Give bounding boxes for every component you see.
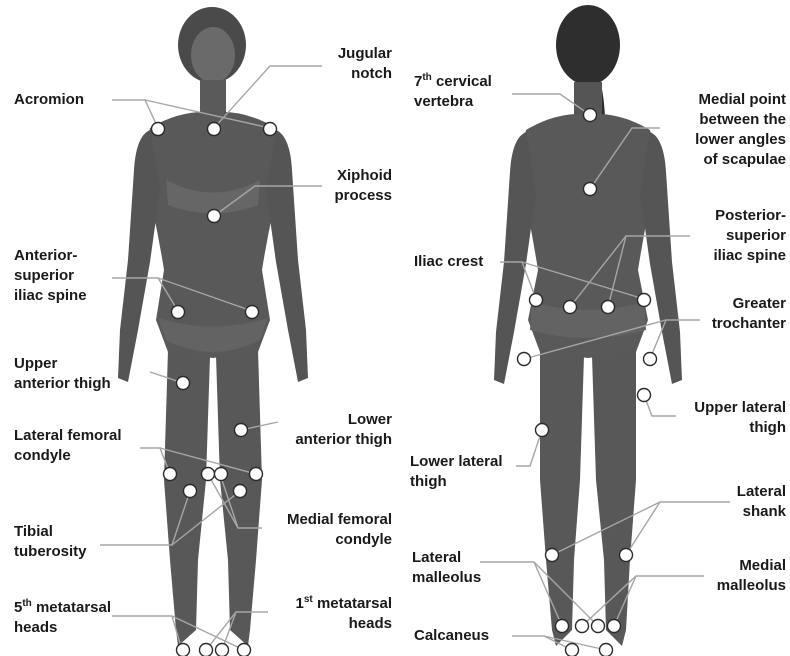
label-greater-trochanter: Greater trochanter (676, 294, 786, 334)
back-right-leg (592, 350, 636, 646)
label-c7: 7th cervical vertebra (414, 72, 492, 112)
marker-first-metatarsal-right (200, 644, 213, 656)
marker-upper-lateral-thigh (638, 389, 651, 402)
marker-medial-condyle-left (215, 468, 228, 481)
marker-psis-right (602, 301, 615, 314)
marker-lateral-shank-left (546, 549, 559, 562)
label-iliac-crest: Iliac crest (414, 252, 483, 272)
label-lower-lateral-thigh: Lower lateral thigh (410, 452, 503, 492)
leader-acromion-1 (112, 100, 158, 128)
back-head (556, 5, 620, 85)
marker-asis-left (246, 306, 259, 319)
marker-acromion-left (264, 123, 277, 136)
label-lower-anterior-thigh: Lower anterior thigh (262, 410, 392, 450)
label-acromion: Acromion (14, 90, 84, 110)
label-upper-anterior-thigh: Upper anterior thigh (14, 354, 111, 394)
label-scapulae: Medial point between the lower angles of… (660, 90, 786, 170)
marker-iliac-crest-right (638, 294, 651, 307)
label-medial-femoral-condyle: Medial femoral condyle (252, 510, 392, 550)
marker-lateral-shank-right (620, 549, 633, 562)
marker-iliac-crest-left (530, 294, 543, 307)
marker-lateral-malleolus-right (608, 620, 621, 633)
label-calcaneus: Calcaneus (414, 626, 489, 646)
front-right-arm (118, 130, 160, 382)
marker-medial-condyle-right (202, 468, 215, 481)
marker-lateral-condyle-left (250, 468, 263, 481)
label-first-metatarsal-heads: 1st metatarsal heads (262, 594, 392, 634)
back-left-arm (494, 132, 536, 384)
marker-lower-lateral-thigh (536, 424, 549, 437)
label-fifth-metatarsal-heads: 5th metatarsal heads (14, 598, 111, 638)
marker-lateral-condyle-right (164, 468, 177, 481)
marker-greater-trochanter-left (518, 353, 531, 366)
marker-scapulae (584, 183, 597, 196)
marker-first-metatarsal-left (216, 644, 229, 656)
marker-psis-left (564, 301, 577, 314)
label-lateral-malleolus: Lateral malleolus (412, 548, 481, 588)
label-upper-lateral-thigh: Upper lateral thigh (660, 398, 786, 438)
marker-calcaneus-right (600, 644, 613, 656)
front-neck (200, 80, 226, 114)
marker-upper-anterior-thigh (177, 377, 190, 390)
marker-calcaneus-left (566, 644, 579, 656)
label-tibial-tuberosity: Tibial tuberosity (14, 522, 87, 562)
leader-med-malleolus-1 (582, 576, 704, 626)
marker-asis-right (172, 306, 185, 319)
marker-lower-anterior-thigh (235, 424, 248, 437)
marker-jugular-notch (208, 123, 221, 136)
marker-tibial-tuberosity-left (234, 485, 247, 498)
label-medial-malleolus: Medial malleolus (690, 556, 786, 596)
label-jugular-notch: Jugular notch (312, 44, 392, 84)
marker-medial-malleolus-left (576, 620, 589, 633)
leader-fifth-1 (112, 616, 182, 650)
label-asis: Anterior- superior iliac spine (14, 246, 87, 306)
marker-medial-malleolus-right (592, 620, 605, 633)
label-psis: Posterior- superior iliac spine (676, 206, 786, 266)
marker-greater-trochanter-right (644, 353, 657, 366)
back-left-leg (540, 350, 584, 646)
label-lateral-femoral-condyle: Lateral femoral condyle (14, 426, 122, 466)
back-body-figure (494, 5, 682, 646)
label-lateral-shank: Lateral shank (700, 482, 786, 522)
marker-acromion-right (152, 123, 165, 136)
marker-tibial-tuberosity-right (184, 485, 197, 498)
marker-lateral-malleolus-left (556, 620, 569, 633)
marker-c7 (584, 109, 597, 122)
front-face (191, 27, 235, 83)
marker-fifth-metatarsal-right (177, 644, 190, 656)
label-xiphoid-process: Xiphoid process (300, 166, 392, 206)
marker-xiphoid (208, 210, 221, 223)
marker-fifth-metatarsal-left (238, 644, 251, 656)
